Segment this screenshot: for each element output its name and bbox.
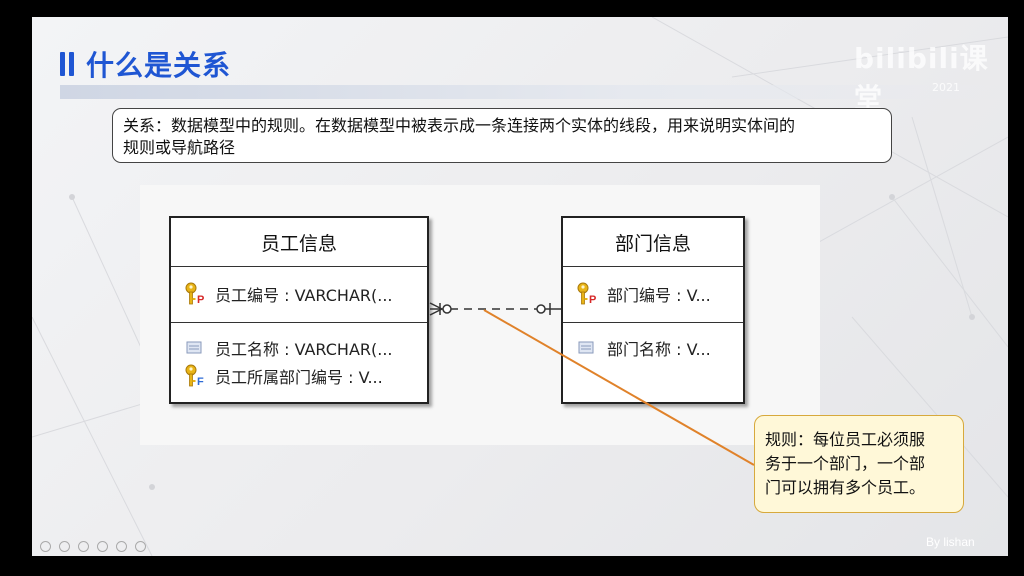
author-credit: By lishan — [926, 535, 975, 549]
attr-department-name-label: 部门名称 : V... — [607, 340, 711, 359]
attr-department-id[interactable]: P 部门编号 : V... — [575, 281, 711, 307]
attribute-icon — [578, 341, 594, 354]
definition-line-1: 关系：数据模型中的规则。在数据模型中被表示成一条连接两个实体的线段，用来说明实体… — [123, 116, 796, 135]
title-underline — [60, 85, 1008, 99]
primary-key-icon: P — [577, 282, 596, 306]
player-control-icon[interactable] — [97, 541, 108, 552]
entity-employee-pk-section: P 员工编号 : VARCHAR(... — [171, 267, 427, 323]
entity-department-title: 部门信息 — [563, 218, 743, 267]
player-control-icon[interactable] — [59, 541, 70, 552]
page-title: 什么是关系 — [86, 49, 232, 82]
svg-text:P: P — [589, 294, 596, 306]
brand-year: 2021 — [932, 81, 960, 94]
rule-callout-note: 规则：每位员工必须服 务于一个部门，一个部 门可以拥有多个员工。 — [754, 415, 964, 513]
player-control-icon[interactable] — [135, 541, 146, 552]
svg-text:F: F — [197, 376, 204, 388]
player-controls — [40, 541, 146, 552]
relationship-overlay — [429, 302, 755, 466]
attr-employee-dept-id[interactable]: F 员工所属部门编号 : V... — [183, 363, 383, 389]
attr-employee-name-label: 员工名称 : VARCHAR(... — [215, 340, 393, 359]
attr-employee-name[interactable]: 员工名称 : VARCHAR(... — [183, 335, 393, 361]
definition-line-2: 规则或导航路径 — [123, 138, 236, 157]
svg-text:P: P — [197, 294, 204, 306]
entity-employee-title: 员工信息 — [171, 218, 427, 267]
definition-box: 关系：数据模型中的规则。在数据模型中被表示成一条连接两个实体的线段，用来说明实体… — [112, 108, 892, 163]
entity-department-pk-section: P 部门编号 : V... — [563, 267, 743, 323]
attr-department-name[interactable]: 部门名称 : V... — [575, 335, 711, 361]
attr-employee-dept-id-label: 员工所属部门编号 : V... — [215, 368, 383, 387]
entity-employee[interactable]: 员工信息 P 员工编号 : VARCHAR(... — [169, 216, 429, 404]
rule-line-2: 务于一个部门，一个部 — [765, 454, 926, 473]
foreign-key-icon: F — [185, 364, 204, 388]
callout-pointer-line — [483, 309, 755, 466]
player-control-icon[interactable] — [78, 541, 89, 552]
rule-line-3: 门可以拥有多个员工。 — [765, 478, 926, 497]
attr-department-id-label: 部门编号 : V... — [607, 286, 711, 305]
player-control-icon[interactable] — [116, 541, 127, 552]
attr-employee-id-label: 员工编号 : VARCHAR(... — [215, 286, 393, 305]
player-control-icon[interactable] — [40, 541, 51, 552]
primary-key-icon: P — [185, 282, 204, 306]
slide: 什么是关系 bilibili课堂 2021 关系：数据模型中的规则。在数据模型中… — [32, 17, 1008, 556]
title-bar: 什么是关系 — [60, 47, 232, 82]
attr-employee-id[interactable]: P 员工编号 : VARCHAR(... — [183, 281, 393, 307]
rule-line-1: 规则：每位员工必须服 — [765, 430, 926, 449]
title-bars-icon — [60, 52, 74, 76]
attribute-icon — [186, 341, 202, 354]
bilibili-classroom-logo: bilibili课堂 — [854, 42, 989, 115]
relationship-line[interactable] — [429, 302, 561, 316]
